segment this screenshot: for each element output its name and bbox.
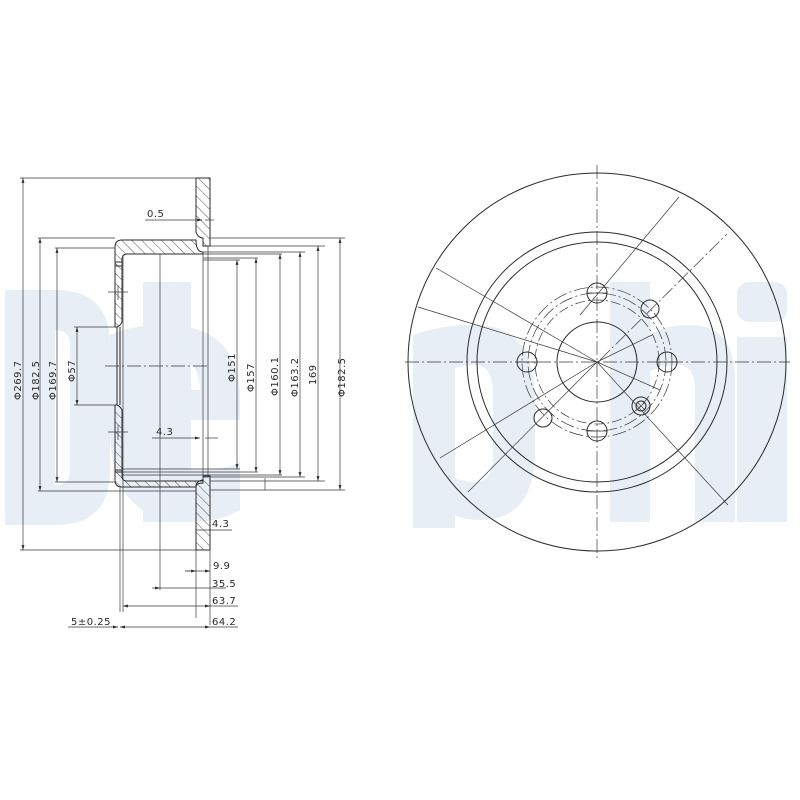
extra-hole-upper-right bbox=[640, 299, 660, 319]
dim-phi-182-5-right: Φ182.5 bbox=[337, 358, 348, 398]
dim-4-3-inner: 4.3 bbox=[156, 427, 173, 438]
dim-phi-57: Φ57 bbox=[67, 360, 78, 382]
hat-outer bbox=[476, 241, 718, 483]
dim-phi-157: Φ157 bbox=[246, 363, 257, 392]
dim-phi-269-7: Φ269.7 bbox=[13, 361, 24, 401]
dim-0-5: 0.5 bbox=[147, 209, 164, 220]
dim-63-7: 63.7 bbox=[212, 596, 236, 607]
disc-outer-edge bbox=[407, 172, 787, 552]
flange-top bbox=[195, 177, 211, 247]
dim-64-2: 64.2 bbox=[212, 617, 236, 628]
dim-phi-169-7: Φ169.7 bbox=[48, 361, 59, 401]
dim-phi-163-2: Φ163.2 bbox=[290, 358, 301, 398]
hat-bottom-wall bbox=[114, 469, 204, 488]
dim-169: 169 bbox=[308, 364, 319, 385]
braking-ring-inner bbox=[466, 231, 728, 493]
threaded-hole bbox=[631, 396, 651, 416]
mounting-face-bottom bbox=[114, 404, 123, 473]
hat-top-wall bbox=[114, 239, 204, 267]
center-bore bbox=[556, 321, 638, 403]
flange-bottom bbox=[195, 475, 211, 551]
dim-35-5: 35.5 bbox=[212, 579, 236, 590]
section-view: Φ269.7 Φ182.5 Φ169.7 Φ57 Φ151 Φ157 Φ1 bbox=[13, 177, 348, 629]
front-view bbox=[405, 165, 790, 560]
dim-9-9: 9.9 bbox=[213, 561, 230, 572]
mounting-face-top bbox=[114, 261, 123, 328]
extra-hole-lower-left bbox=[533, 408, 553, 428]
dim-4-3-flange: 4.3 bbox=[212, 519, 229, 530]
dim-phi-182-5-left: Φ182.5 bbox=[31, 361, 42, 401]
dim-5-tolerance: 5±0.25 bbox=[71, 617, 111, 628]
dim-phi-151: Φ151 bbox=[227, 353, 238, 382]
dim-phi-160-1: Φ160.1 bbox=[270, 357, 281, 397]
